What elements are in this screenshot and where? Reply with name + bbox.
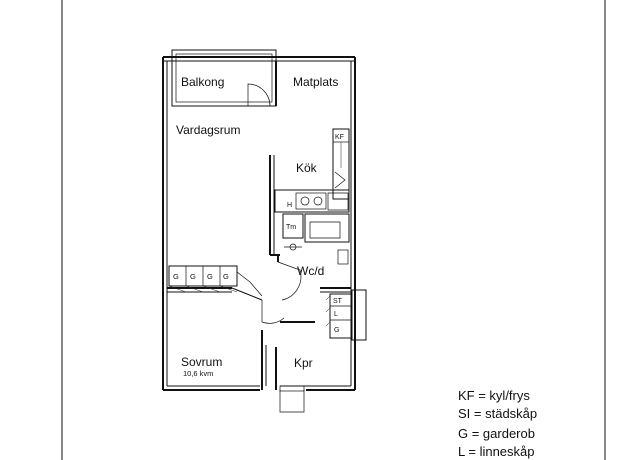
room-vardagsrum: Vardagsrum [176,123,240,137]
fixture-h: H [287,202,292,209]
legend-kf: KF = kyl/frys [458,388,530,403]
fixture-kf: KF [335,134,344,141]
fixture-g: G [334,327,339,334]
wardrobe-label-1: G [173,272,179,281]
outer-walls [162,56,356,391]
room-kok: Kök [296,161,318,175]
wc-door [277,261,302,301]
room-sovrum: Sovrum [181,355,222,369]
legend-si: SI = städskåp [458,406,537,421]
fixture-l: L [334,311,338,318]
storage-cupboards: ST L G [325,289,367,341]
wardrobe-label-4: G [223,272,229,281]
kitchen-fixtures: KF H [274,128,350,213]
room-wcd: Wc/d [297,264,324,278]
legend: KF = kyl/frys SI = städskåp G = garderob… [458,388,537,459]
fixture-tm: Tm [286,224,296,231]
fixture-st: ST [333,298,343,305]
wardrobe-label-2: G [190,272,196,281]
wardrobe-row: G G G G [168,265,263,297]
room-balkong: Balkong [181,75,224,89]
interior-walls [167,61,351,390]
entrance-door [275,347,306,413]
room-sovrum-area: 10,6 kvm [183,369,213,378]
page-border [61,0,606,460]
legend-l: L = linneskåp [458,444,535,459]
bedroom-door [261,300,285,324]
room-kpr: Kpr [294,356,313,370]
legend-g: G = garderob [458,426,535,441]
wardrobe-label-3: G [207,272,213,281]
room-matplats: Matplats [293,75,338,89]
bathroom-fixtures: Tm [282,213,350,265]
